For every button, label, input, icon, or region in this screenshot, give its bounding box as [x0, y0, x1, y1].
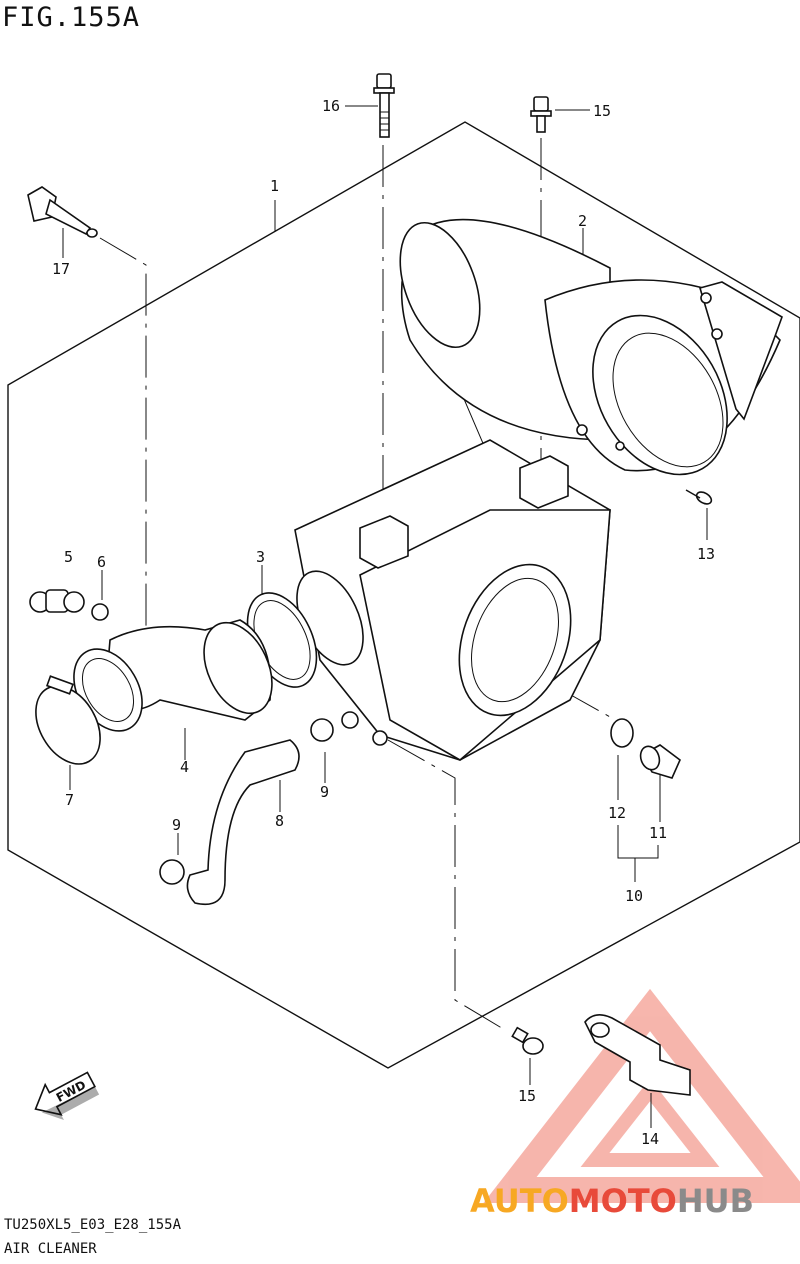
clamp-7-icon [35, 675, 101, 765]
assembly-frame [7, 121, 800, 1069]
clip-12-icon [610, 718, 634, 748]
model-code: TU250XL5_E03_E28_155A [4, 1217, 182, 1233]
section-name: AIR CLEANER [4, 1241, 97, 1257]
svg-text:AUTOMOTOHUB: AUTOMOTOHUB [470, 1182, 754, 1220]
callout-8: 8 [275, 812, 284, 830]
callout-3: 3 [256, 548, 265, 566]
bolt-15-bottom-icon [511, 1026, 544, 1055]
watermark-part-3: HUB [677, 1182, 754, 1220]
callout-10: 10 [625, 887, 643, 905]
clip-6-icon [91, 603, 109, 621]
callout-4: 4 [180, 758, 189, 776]
bolt-16-icon [373, 73, 395, 138]
clip-9a-icon [310, 718, 334, 742]
callout-15b: 15 [518, 1087, 536, 1105]
bolt-15-top-icon [530, 96, 552, 133]
clip-9b-icon [159, 859, 185, 885]
filter-element-2 [399, 218, 783, 476]
fwd-direction-arrow-icon: FWD [34, 1071, 100, 1121]
callout-12: 12 [608, 804, 626, 822]
callout-13: 13 [697, 545, 715, 563]
watermark-wordmark: AUTOMOTOHUB [470, 1182, 754, 1220]
grommet-17-icon [27, 186, 98, 238]
drain-hose-8 [186, 739, 300, 905]
intake-duct-4 [73, 619, 273, 732]
screw-13-icon [685, 489, 713, 505]
bracket-14-icon [584, 1014, 691, 1096]
callout-2: 2 [578, 212, 587, 230]
callout-6: 6 [97, 553, 106, 571]
watermark-part-2: MOTO [569, 1182, 677, 1220]
air-cleaner-box-1 [294, 439, 611, 761]
callout-5: 5 [64, 548, 73, 566]
callout-9a: 9 [320, 783, 329, 801]
callout-15a: 15 [593, 102, 611, 120]
callout-labels: 1 2 3 4 5 6 7 8 9 9 10 11 12 13 14 15 15… [52, 97, 715, 1148]
callout-16: 16 [322, 97, 340, 115]
plug-11-icon [639, 744, 681, 779]
callout-1: 1 [270, 177, 279, 195]
callout-14: 14 [641, 1130, 659, 1148]
callout-7: 7 [65, 791, 74, 809]
watermark-logo-icon [483, 988, 800, 1203]
callout-17: 17 [52, 260, 70, 278]
figure-title: FIG.155A [2, 2, 141, 33]
fitting-5-icon [29, 589, 85, 613]
callout-11: 11 [649, 824, 667, 842]
callout-9b: 9 [172, 816, 181, 834]
watermark-part-1: AUTO [470, 1182, 569, 1220]
